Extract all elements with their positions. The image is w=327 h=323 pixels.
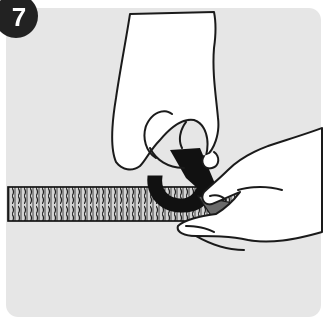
step-number: 7 (4, 2, 34, 32)
